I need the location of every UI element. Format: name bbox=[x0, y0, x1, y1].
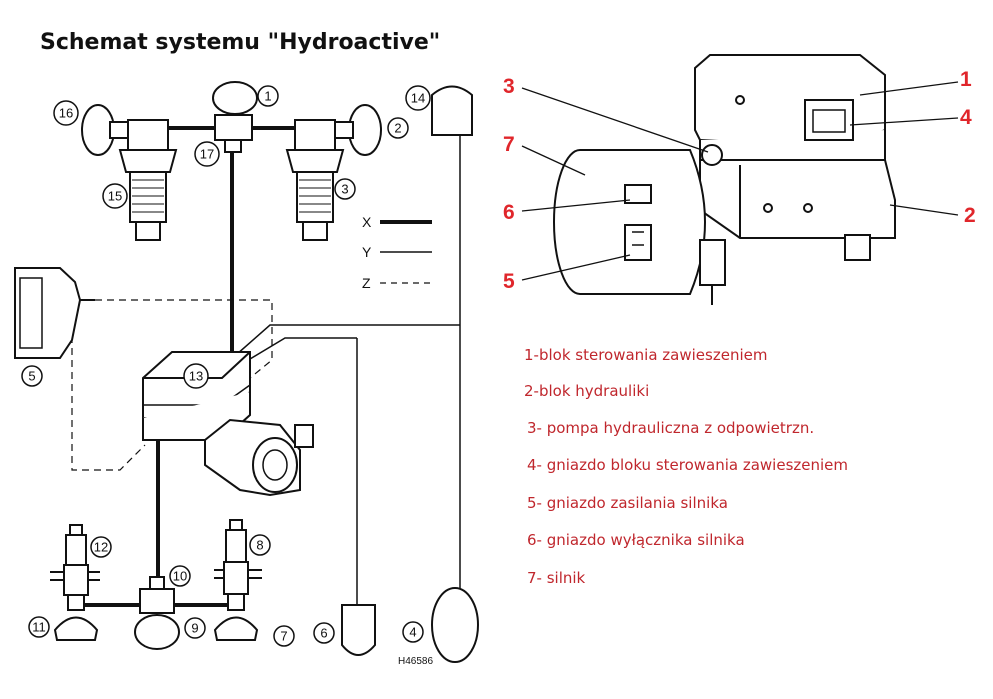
callout-6: 6 bbox=[320, 626, 327, 641]
callout-9: 9 bbox=[191, 621, 198, 636]
callout-3: 3 bbox=[341, 182, 348, 197]
photo-label-5: 5 bbox=[503, 270, 515, 293]
callout-5: 5 bbox=[28, 369, 35, 384]
pump-assembly-drawing bbox=[553, 54, 896, 305]
legend-item-5: 5- gniazdo zasilania silnika bbox=[527, 494, 728, 512]
photo-label-7: 7 bbox=[503, 133, 515, 156]
callout-17: 17 bbox=[200, 147, 214, 162]
photo-label-2: 2 bbox=[964, 204, 976, 227]
line-legend-z: Z bbox=[362, 275, 371, 291]
legend-item-6: 6- gniazdo wyłącznika silnika bbox=[527, 531, 745, 549]
line-legend-y: Y bbox=[362, 244, 372, 260]
photo-label-6: 6 bbox=[503, 201, 515, 224]
callout-4: 4 bbox=[409, 625, 416, 640]
callout-7: 7 bbox=[280, 629, 287, 644]
callout-12: 12 bbox=[94, 540, 108, 555]
dashed-line bbox=[95, 299, 273, 379]
callout-8: 8 bbox=[256, 538, 263, 553]
callout-10: 10 bbox=[173, 569, 187, 584]
callout-2: 2 bbox=[394, 121, 401, 136]
legend-item-1: 1-blok sterowania zawieszeniem bbox=[524, 346, 768, 364]
callout-14: 14 bbox=[411, 91, 425, 106]
legend-item-3: 3- pompa hydrauliczna z odpowietrzn. bbox=[527, 419, 815, 437]
legend-item-2: 2-blok hydrauliki bbox=[524, 382, 650, 400]
legend-item-7: 7- silnik bbox=[527, 569, 586, 587]
line-legend-x: X bbox=[362, 214, 372, 230]
callout-13: 13 bbox=[189, 369, 203, 384]
photo-label-1: 1 bbox=[960, 68, 972, 91]
electrical-lines bbox=[227, 135, 461, 605]
callout-11: 11 bbox=[32, 620, 46, 635]
photo-label-3: 3 bbox=[503, 75, 515, 98]
diagram-title: Schemat systemu "Hydroactive" bbox=[40, 30, 441, 55]
figure-code: H46586 bbox=[398, 656, 434, 667]
callout-15: 15 bbox=[108, 189, 122, 204]
callout-16: 16 bbox=[59, 106, 73, 121]
photo-label-4: 4 bbox=[960, 106, 972, 129]
legend-item-4: 4- gniazdo bloku sterowania zawieszeniem bbox=[527, 456, 849, 474]
callout-1: 1 bbox=[264, 89, 271, 104]
